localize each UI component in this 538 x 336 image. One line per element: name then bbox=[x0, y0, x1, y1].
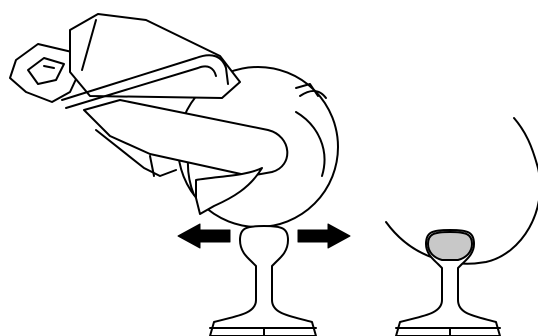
cut-off-saw-icon bbox=[9, 13, 327, 215]
rail-profile-icon bbox=[395, 229, 501, 336]
left-panel bbox=[9, 13, 351, 336]
arrow-left-icon bbox=[177, 223, 231, 249]
arrow-right-icon bbox=[297, 223, 351, 249]
rail-head-highlight bbox=[427, 231, 473, 261]
rail-profile-icon bbox=[209, 225, 317, 336]
right-panel bbox=[385, 117, 538, 336]
